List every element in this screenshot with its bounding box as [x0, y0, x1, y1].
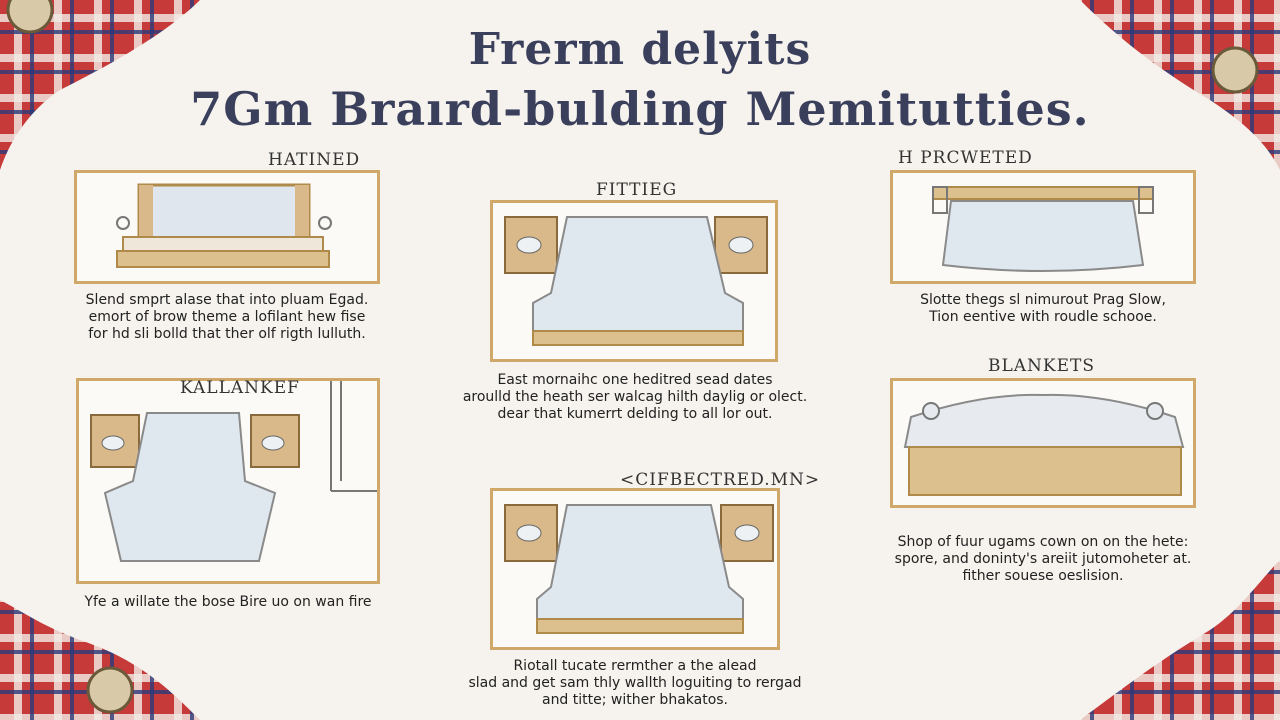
bed-illustration-5 [504, 504, 774, 634]
panel-blankets [890, 378, 1196, 508]
page-title-line-1: Frerm delyits [468, 24, 812, 75]
section-label-hatined: HATINED [268, 150, 361, 170]
bed-illustration-1 [116, 183, 332, 268]
bed-illustration-4 [90, 381, 377, 562]
page-title-line-2: 7Gm Braırd-bulding Memitutties. [190, 82, 1090, 136]
section-label-blankets: BLANKETS [988, 356, 1096, 376]
section-label-h-prcweted: H PRCWETED [898, 148, 1033, 168]
panel-fittieg [490, 200, 778, 362]
bed-illustration-2 [504, 216, 768, 346]
plaid-corner-top-left [0, 0, 220, 180]
section-label-kallankef: KALLANKEF [180, 378, 300, 398]
section-label-fittieg: FITTIEG [596, 180, 678, 200]
plaid-corner-top-right [1060, 0, 1280, 180]
bed-illustration-3 [932, 186, 1154, 272]
panel-h-prcweted [890, 170, 1196, 284]
section-desc-kallankef: Yfe a willate the bose Bire uo on wan fi… [84, 594, 372, 610]
section-desc-hatined: Slend smprt alase that into pluam Egad. … [85, 292, 369, 342]
section-desc-h-prcweted: Slotte thegs sl nimurout Prag Slow, Tion… [920, 292, 1166, 325]
section-desc-cifbectred: Riotall tucate rermther a the alead slad… [468, 658, 802, 708]
bed-illustration-6 [903, 393, 1185, 496]
panel-kallankef [76, 378, 380, 584]
section-label-cifbectred: <CIFBECTRED.MN> [620, 470, 821, 490]
section-desc-blankets: Shop of fuur ugams cown on on the hete: … [894, 534, 1192, 584]
plaid-corner-bottom-left [0, 540, 220, 720]
panel-hatined [74, 170, 380, 284]
panel-cifbectred [490, 488, 780, 650]
section-desc-fittieg: East mornaihc one heditred sead dates ar… [462, 372, 808, 422]
plaid-corner-bottom-right [1060, 540, 1280, 720]
